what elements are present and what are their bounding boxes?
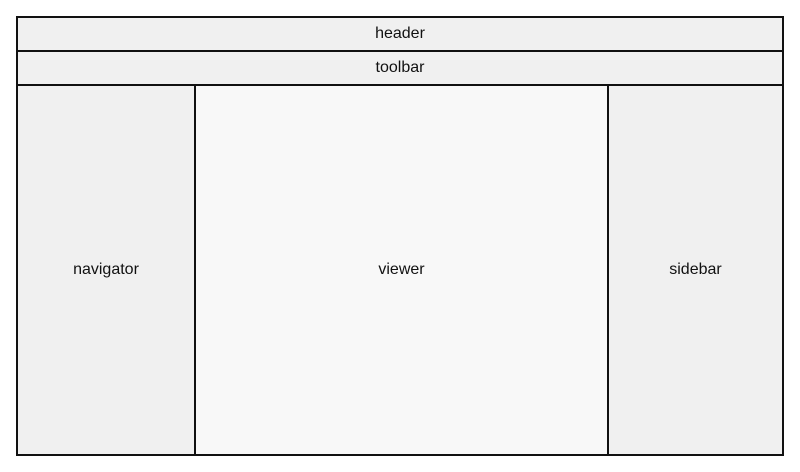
toolbar-label: toolbar <box>375 59 425 76</box>
sidebar-label: sidebar <box>669 261 722 278</box>
app-layout-frame: header toolbar navigator viewer sidebar <box>16 16 784 456</box>
viewer-label: viewer <box>378 261 425 278</box>
viewer-region: viewer <box>196 86 609 454</box>
sidebar-region: sidebar <box>609 86 782 454</box>
navigator-label: navigator <box>73 261 139 278</box>
navigator-region: navigator <box>18 86 196 454</box>
toolbar-region: toolbar <box>18 52 782 86</box>
header-label: header <box>375 25 425 42</box>
header-region: header <box>18 18 782 52</box>
